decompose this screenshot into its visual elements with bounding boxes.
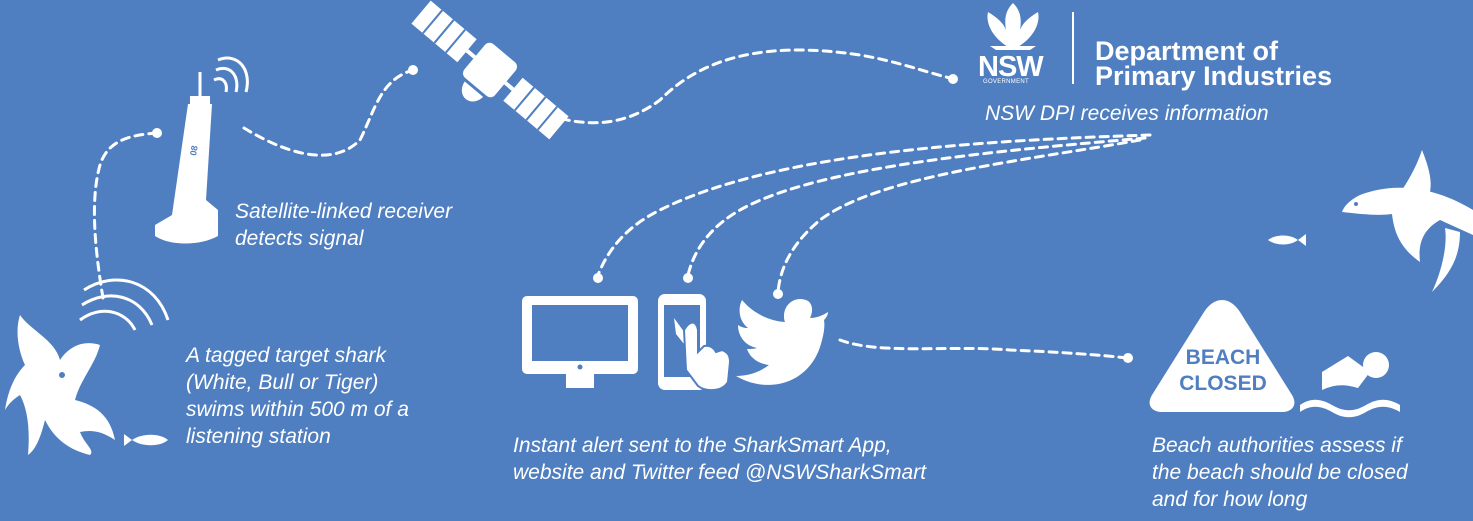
swimmer-icon bbox=[1300, 352, 1400, 418]
computer-monitor-icon bbox=[522, 296, 638, 388]
caption-receiver-line-2: detects signal bbox=[235, 227, 364, 250]
caption-beach-line-3: and for how long bbox=[1152, 488, 1308, 511]
caption-shark-line-2: (White, Bull or Tiger) bbox=[186, 371, 379, 394]
caption-alert-line-1: Instant alert sent to the SharkSmart App… bbox=[513, 434, 892, 457]
nsw-wordmark: NSW bbox=[978, 51, 1044, 83]
caption-alert-line-2: website and Twitter feed @NSWSharkSmart bbox=[513, 461, 927, 484]
caption-shark-line-3: swims within 500 m of a bbox=[186, 398, 409, 421]
connector-dpi-computer bbox=[596, 133, 1152, 277]
nsw-government-label: GOVERNMENT bbox=[983, 79, 1030, 85]
beach-sign-line-2: CLOSED bbox=[1179, 372, 1267, 395]
connector-twitter-beach bbox=[838, 338, 1130, 360]
caption-beach-line-2: the beach should be closed bbox=[1152, 461, 1408, 484]
shark-icon bbox=[5, 315, 115, 455]
fish-icon bbox=[1268, 234, 1306, 246]
dpi-name-line-2: Primary Industries bbox=[1095, 61, 1333, 91]
beach-sign-line-1: BEACH bbox=[1185, 346, 1261, 369]
caption-beach: Beach authorities assess if the beach sh… bbox=[1152, 432, 1408, 513]
twitter-bird-icon bbox=[736, 298, 828, 385]
nsw-waratah-logo-icon bbox=[987, 3, 1039, 50]
smartphone-icon bbox=[658, 294, 732, 392]
connector-satellite-dpi bbox=[546, 48, 952, 125]
fish-icon bbox=[124, 434, 168, 446]
beach-closed-sign-text: BEACH CLOSED bbox=[1168, 345, 1278, 397]
caption-dpi-line: NSW DPI receives information bbox=[985, 102, 1269, 125]
satellite-icon bbox=[411, 0, 569, 140]
shark-signal-waves bbox=[79, 278, 170, 331]
caption-dpi: NSW DPI receives information bbox=[985, 100, 1269, 127]
connector-dpi-twitter bbox=[776, 138, 1142, 294]
shark-icon bbox=[1342, 150, 1473, 292]
caption-receiver: Satellite-linked receiver detects signal bbox=[235, 198, 452, 252]
buoy-receiver-icon bbox=[155, 72, 218, 244]
caption-receiver-line-1: Satellite-linked receiver bbox=[235, 200, 453, 223]
beach-closed-sign-icon bbox=[1149, 300, 1295, 412]
caption-shark-line-4: listening station bbox=[186, 425, 331, 448]
dpi-department-name: Department of Primary Industries bbox=[1095, 36, 1333, 91]
connector-dpi-phone bbox=[686, 136, 1147, 277]
connector-buoy-satellite bbox=[242, 68, 415, 157]
connector-shark-buoy bbox=[92, 131, 159, 300]
caption-shark-line-1: A tagged target shark bbox=[186, 344, 387, 367]
buoy-label: 08 bbox=[188, 145, 200, 157]
caption-shark: A tagged target shark (White, Bull or Ti… bbox=[186, 342, 409, 450]
dpi-name-line-1: Department of bbox=[1095, 36, 1279, 66]
buoy-signal-waves bbox=[213, 56, 249, 93]
connector-lines bbox=[92, 48, 1152, 360]
caption-alert: Instant alert sent to the SharkSmart App… bbox=[513, 432, 926, 486]
connector-dots bbox=[152, 65, 1133, 363]
caption-beach-line-1: Beach authorities assess if bbox=[1152, 434, 1402, 457]
